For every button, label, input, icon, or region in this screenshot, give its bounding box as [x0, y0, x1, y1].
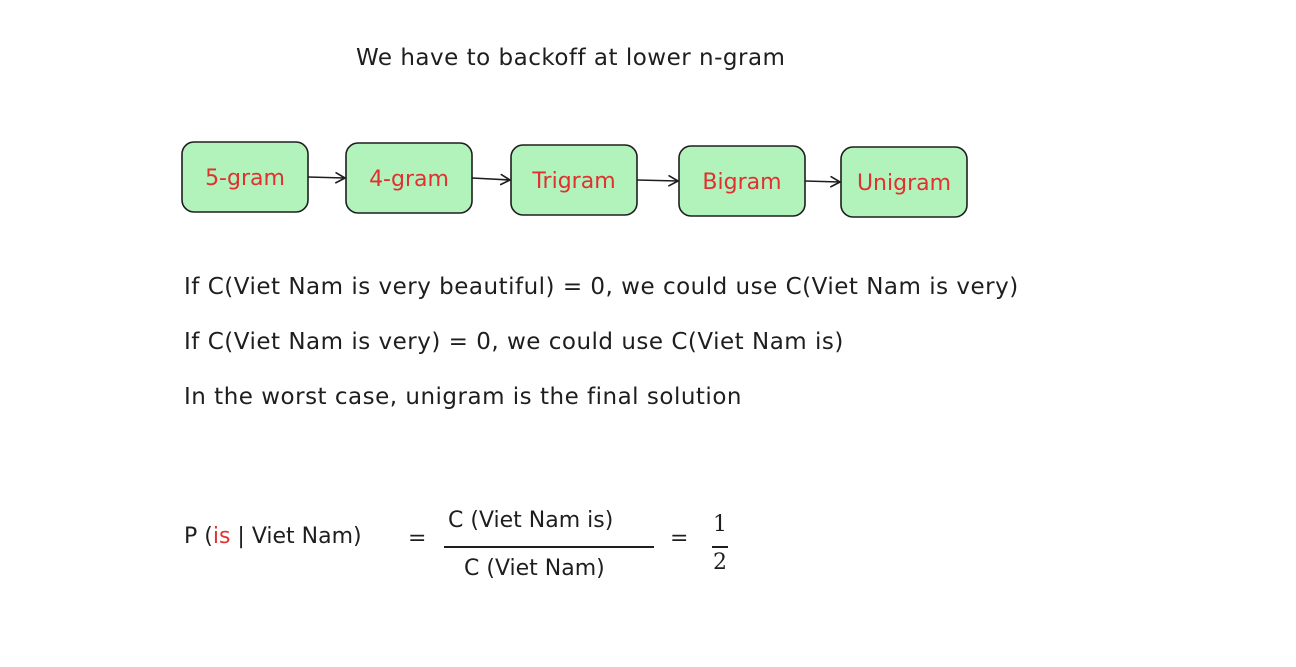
backoff-arrow — [636, 174, 679, 187]
backoff-arrow — [804, 175, 841, 188]
ngram-node-label: Trigram — [531, 169, 615, 194]
page-title: We have to backoff at lower n-gram — [356, 45, 786, 71]
fraction-numerator: C (Viet Nam is) — [448, 508, 614, 533]
ngram-node-label: Unigram — [857, 171, 951, 196]
formula-lhs: P (is | Viet Nam) — [184, 524, 362, 549]
backoff-example-line-1: If C(Viet Nam is very beautiful) = 0, we… — [184, 274, 1019, 300]
probability-formula: P (is | Viet Nam) = C (Viet Nam is) C (V… — [184, 508, 784, 590]
equals-sign-1: = — [408, 526, 427, 551]
formula-lhs-prefix: P ( — [184, 524, 213, 549]
ngram-node-label: 5-gram — [205, 166, 285, 191]
equals-sign-2: = — [670, 526, 689, 551]
backoff-example-line-2: If C(Viet Nam is very) = 0, we could use… — [184, 329, 844, 355]
backoff-conclusion-line: In the worst case, unigram is the final … — [184, 384, 742, 410]
result-fraction-bar — [712, 546, 728, 548]
formula-highlight-word: is — [212, 524, 231, 549]
ngram-node-label: 4-gram — [369, 167, 449, 192]
ngram-node-label: Bigram — [702, 170, 781, 195]
ngram-node-unigram — [840, 146, 968, 218]
result-numerator: 1 — [713, 512, 727, 537]
backoff-arrow — [471, 173, 511, 186]
formula-lhs-suffix: | Viet Nam) — [230, 524, 362, 549]
fraction-denominator: C (Viet Nam) — [464, 556, 605, 581]
backoff-arrow — [307, 171, 346, 184]
fraction-bar — [444, 546, 654, 548]
result-denominator: 2 — [713, 550, 727, 575]
